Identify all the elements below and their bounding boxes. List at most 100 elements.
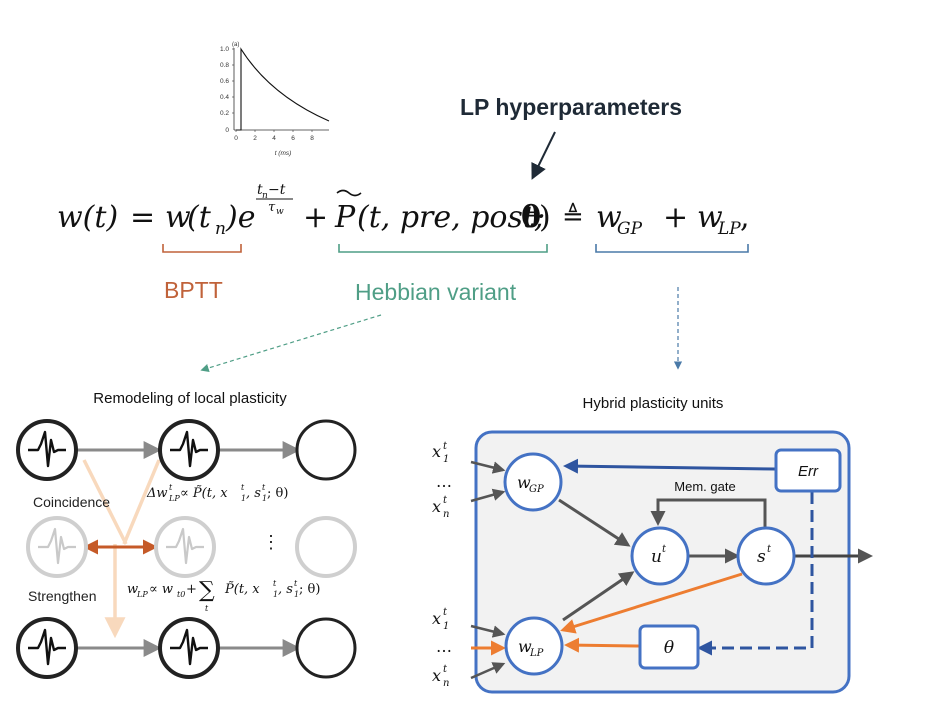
- left-panel-title: Remodeling of local plasticity: [93, 390, 287, 407]
- input-x1-top: x t 1: [432, 441, 449, 465]
- panel-label: (a): [232, 42, 239, 48]
- peach-diagonal-left: [82, 459, 128, 545]
- input-x1-bottom: x t 1: [432, 607, 449, 632]
- x-tick-3: 4: [272, 135, 276, 142]
- eq-wlp-sub: LP: [717, 219, 741, 239]
- eq-exp-base: )e: [225, 200, 255, 235]
- svg-text:1: 1: [443, 621, 449, 632]
- y-tick-5: 0.2: [220, 110, 229, 117]
- svg-text:x: x: [432, 609, 441, 628]
- mem-gate-label: Mem. gate: [674, 479, 735, 494]
- svg-text:∑: ∑: [199, 578, 215, 603]
- eq-exp-num: t: [257, 182, 263, 198]
- neuron-row1-3: [295, 419, 357, 481]
- svg-text:t: t: [241, 483, 245, 492]
- svg-text:, s: , s: [278, 582, 293, 597]
- x-tick-4: 6: [291, 135, 295, 142]
- err-box: Err: [774, 448, 842, 493]
- eq-wgp: w: [596, 200, 622, 235]
- s-to-wlp-arrow: [560, 572, 743, 634]
- svg-text:LP: LP: [529, 648, 544, 659]
- err-to-wgp-arrow: [563, 458, 776, 474]
- neuron-row2-1: [26, 516, 88, 578]
- eq-defeq: ≜: [562, 202, 584, 232]
- input-arrow-top-1: [470, 460, 506, 474]
- svg-text:; θ): ; θ): [299, 582, 320, 597]
- wlp-to-u-arrow: [562, 571, 635, 622]
- svg-text:t: t: [443, 664, 448, 675]
- theta-box: θ: [638, 624, 700, 670]
- input-arrow-bottom-2: [470, 662, 506, 680]
- tilde-mark: [336, 189, 362, 197]
- svg-text:s: s: [757, 547, 766, 567]
- eq-comma: ,: [740, 200, 750, 235]
- svg-text:1: 1: [273, 590, 278, 599]
- svg-text:t: t: [443, 441, 448, 452]
- y-tick-6: 0: [225, 127, 229, 134]
- lp-hyperparameters-label: LP hyperparameters: [460, 94, 682, 120]
- input-dots-top: …: [436, 472, 452, 491]
- y-tick-4: 0.4: [220, 94, 229, 101]
- hebbian-dashed-arrow: [200, 314, 382, 373]
- neuron-row3-2: [158, 617, 220, 679]
- callout-arrow: [531, 131, 556, 180]
- lp-bracket: [595, 244, 749, 253]
- svg-text:Δw: Δw: [146, 486, 168, 501]
- svg-text:t: t: [294, 579, 298, 588]
- svg-text:n: n: [443, 678, 449, 689]
- neuron-row1-1: [16, 419, 78, 481]
- wlp-node: w LP: [504, 616, 564, 676]
- svg-text:t: t: [443, 607, 448, 618]
- eq-tn: (t: [187, 200, 212, 235]
- strengthen-label: Strengthen: [28, 588, 97, 604]
- s-node: s t: [736, 526, 796, 586]
- inset-decay-plot: 1.0 0.8 0.6 0.4 0.2 0 0 2 4 6 8 t (ms) (…: [220, 42, 330, 157]
- input-xn-bottom: x t n: [432, 664, 449, 689]
- eq-p-args: (t, pre, post;: [357, 200, 545, 235]
- svg-text:t0: t0: [177, 590, 185, 599]
- eq-tn-sub: n: [215, 219, 226, 239]
- svg-text:θ: θ: [664, 638, 674, 658]
- input-xn-top: x t n: [432, 495, 449, 520]
- svg-text:, s: , s: [246, 486, 261, 501]
- u-node: u t: [630, 526, 690, 586]
- eq-exp-den: τ: [268, 200, 276, 215]
- eq-lhs: w(t): [57, 200, 118, 235]
- svg-text:Err: Err: [798, 463, 819, 480]
- svg-text:1: 1: [262, 494, 267, 503]
- svg-text:t: t: [662, 544, 667, 555]
- eq-exp-num-sub: n: [262, 191, 268, 201]
- wgp-node: w GP: [503, 452, 563, 512]
- peach-diagonal-right: [122, 459, 161, 545]
- mem-gate-loop: [650, 498, 767, 528]
- svg-text:u: u: [651, 547, 662, 567]
- svg-text:t: t: [443, 495, 448, 506]
- svg-text:t: t: [169, 483, 173, 492]
- vertical-dots: ⋮: [262, 532, 280, 553]
- svg-text:x: x: [432, 666, 441, 685]
- neuron-row3-3: [295, 617, 357, 679]
- svg-text:n: n: [443, 509, 449, 520]
- wgp-to-u-arrow: [558, 498, 631, 547]
- svg-text:w: w: [127, 582, 138, 597]
- eq-w: w: [165, 200, 191, 235]
- y-tick-2: 0.8: [220, 62, 229, 69]
- hebbian-variant-label: Hebbian variant: [355, 279, 517, 305]
- eq-wlp: w: [697, 200, 723, 235]
- svg-text:∝ w: ∝ w: [149, 582, 173, 597]
- svg-text:t: t: [205, 604, 209, 613]
- decay-curve: [236, 47, 330, 131]
- remodel-equation-2: w LP ∝ w t0 + ∑ t P̃(t, x t 1 , s t 1 ; …: [127, 578, 320, 613]
- svg-text:w: w: [518, 637, 532, 656]
- bptt-bracket: [162, 244, 242, 253]
- input-arrow-bottom-1: [470, 624, 506, 638]
- eq-equals: =: [130, 200, 155, 235]
- svg-text:t: t: [767, 544, 772, 555]
- x-tick-1: 0: [234, 135, 238, 142]
- right-panel-title: Hybrid plasticity units: [583, 395, 724, 412]
- svg-text:; θ): ; θ): [267, 486, 288, 501]
- theta-to-wlp-arrow: [564, 637, 640, 653]
- svg-text:1: 1: [241, 494, 246, 503]
- svg-text:+: +: [186, 582, 197, 597]
